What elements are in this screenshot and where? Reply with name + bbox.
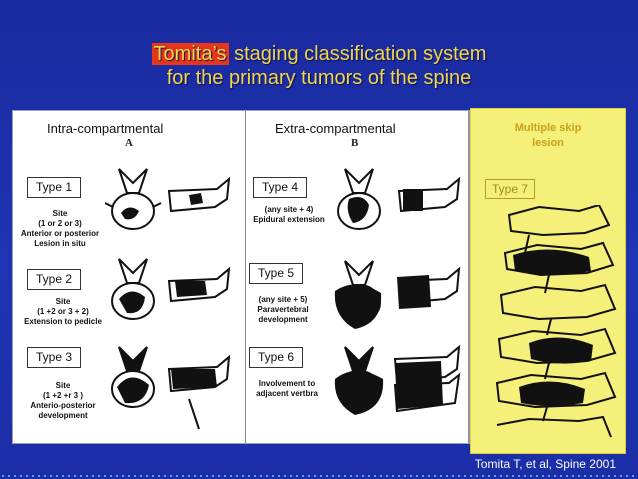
type-2-vertebra-diagram [111,258,231,320]
type-2-description: Site(1 +2 or 3 + 2)Extension to pedicle [24,297,102,326]
type-5-label: Type 5 [249,263,304,284]
bottom-dotted-rule [0,475,638,477]
extra-compartmental-header: Extra-compartmental [275,121,396,136]
type-6-label: Type 6 [249,347,304,368]
type-7-spine-column-diagram [495,205,617,438]
type-1-vertebra-diagram [105,168,231,230]
type-4-description: (any site + 4)Epidural extension [253,205,325,224]
type-1-label: Type 1 [27,177,82,198]
type-2-label: Type 2 [27,269,82,290]
title-line2: for the primary tumors of the spine [166,67,472,89]
title-line1-rest: staging classification system [228,43,487,65]
section-b-label: B [351,137,359,149]
section-a-label: A [125,137,133,149]
type-5-vertebra-diagram [334,260,461,329]
type-3-label: Type 3 [27,347,82,368]
divider-b-c [468,111,469,443]
type-4-label: Type 4 [253,177,308,198]
type-7-label: Type 7 [485,179,536,199]
type-4-vertebra-diagram [337,168,461,230]
type-3-vertebra-diagram [111,346,231,430]
classification-figure: Intra-compartmental A Extra-compartmenta… [12,110,470,444]
title-highlight: Tomita’s [151,43,229,65]
citation: Tomita T, et al, Spine 2001 [474,457,616,471]
intra-compartmental-header: Intra-compartmental [47,121,164,136]
type-6-vertebra-diagram [334,344,461,415]
slide-title: Tomita’s staging classification system f… [0,42,638,90]
divider-a-b [245,111,246,443]
